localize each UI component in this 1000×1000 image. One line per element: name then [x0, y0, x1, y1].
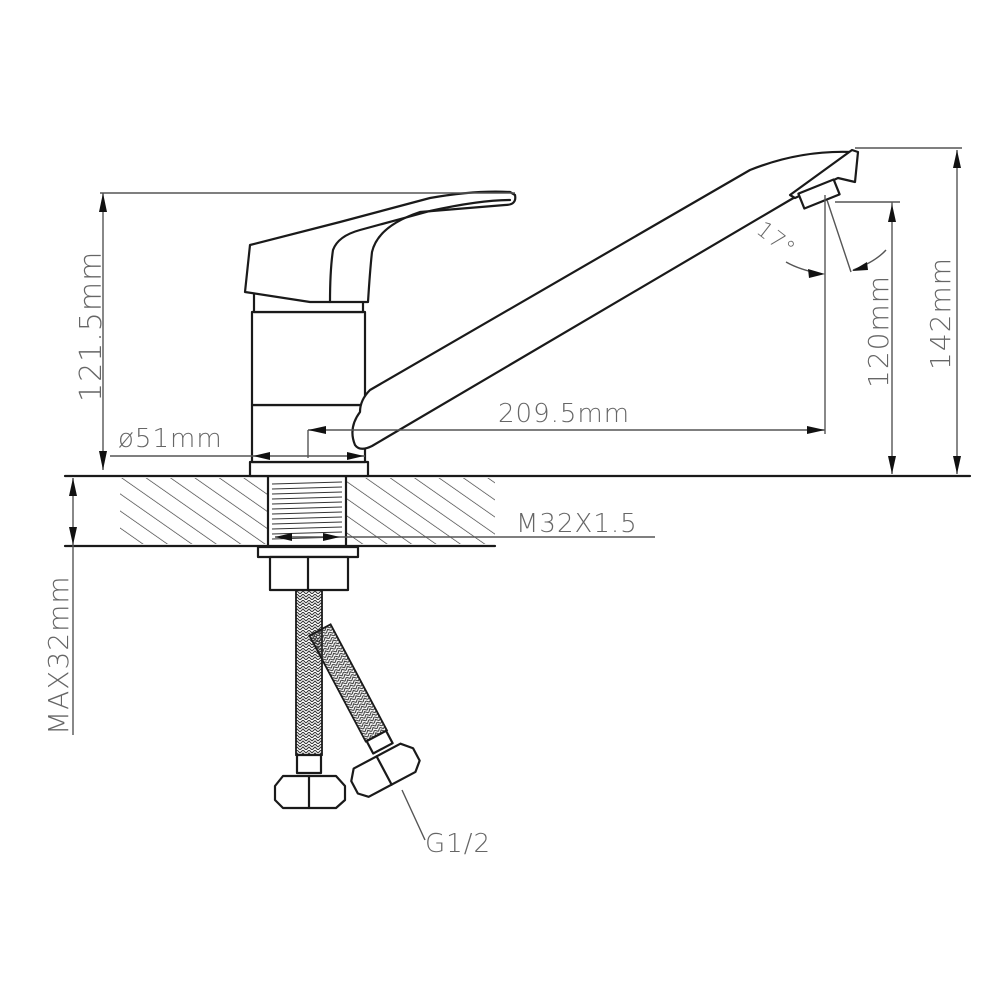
label-mounting-thread: M32X1.5 [516, 509, 638, 539]
dimension-lines [69, 147, 962, 735]
label-spout-angle: 17° [751, 217, 799, 263]
label-base-diameter: ø51mm [118, 424, 223, 454]
label-total-height: 142mm [924, 257, 957, 370]
hose-nut-straight [273, 774, 347, 810]
spout [351, 148, 860, 450]
label-outlet-height: 120mm [862, 275, 895, 388]
label-spout-reach: 209.5mm [498, 399, 630, 429]
aerator [797, 178, 841, 210]
label-hose-connection: G1/2 [425, 829, 491, 859]
label-body-height: 121.5mm [74, 251, 109, 402]
countertop-section [63, 474, 972, 548]
dimension-labels: 121.5mm ø51mm 209.5mm 120mm 142mm 17° M3… [42, 217, 957, 859]
label-max-thickness: MAX32mm [42, 575, 75, 735]
lever-handle [243, 190, 517, 304]
threaded-shank [266, 474, 348, 548]
supply-hoses [256, 545, 426, 841]
base-flange [248, 460, 370, 478]
hose-nut-angled [350, 742, 421, 798]
faucet-body [248, 291, 370, 478]
